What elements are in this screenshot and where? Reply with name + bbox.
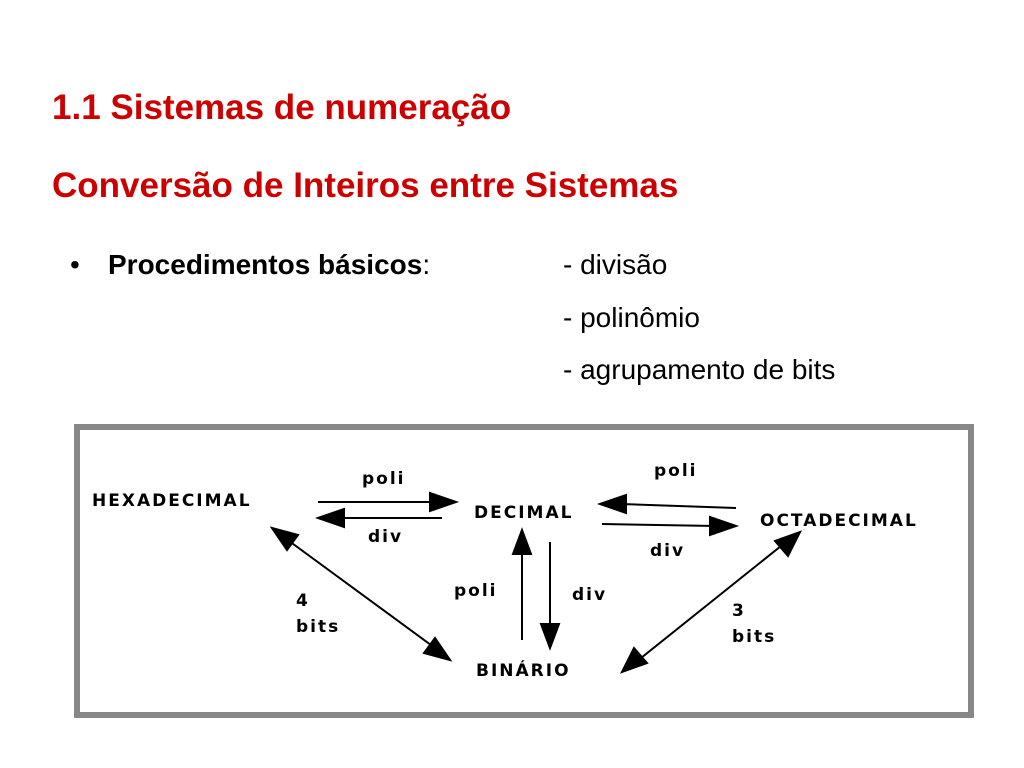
arrowhead-dec-to-bin-icon	[539, 623, 561, 651]
procedure-item-division: - divisão	[563, 249, 668, 280]
procedure-item-polynomial: - polinômio	[563, 302, 700, 333]
arrowhead-hex-bin-bottom-icon	[422, 636, 453, 662]
bullet-label: Procedimentos básicos:	[108, 249, 430, 281]
node-binario: BINÁRIO	[476, 659, 571, 681]
edge-label-hex-dec-poli: poli	[362, 469, 406, 489]
bullet-label-bold: Procedimentos básicos	[108, 249, 423, 280]
edge-label-dec-bin-div: div	[572, 585, 607, 605]
arrowhead-oct-to-dec-icon	[596, 493, 627, 515]
edge-label-dec-oct-div: div	[650, 541, 685, 561]
arrow-oct-bin	[635, 541, 787, 663]
conversion-diagram-svg: HEXADECIMAL DECIMAL OCTADECIMAL BINÁRIO …	[92, 461, 918, 681]
procedure-item-bit-grouping: - agrupamento de bits	[563, 354, 836, 385]
arrowhead-bin-to-dec-icon	[511, 527, 533, 555]
bullet-dot-icon: •	[70, 249, 80, 280]
arrow-hex-bin	[284, 537, 436, 649]
node-hexadecimal: HEXADECIMAL	[92, 491, 252, 511]
arrowhead-dec-to-oct-icon	[709, 515, 740, 537]
arrow-dec-to-oct	[601, 523, 717, 527]
bullet-colon: :	[422, 249, 431, 280]
slide-title: 1.1 Sistemas de numeração	[52, 88, 512, 127]
slide-subtitle: Conversão de Inteiros entre Sistemas	[52, 166, 679, 205]
arrow-oct-to-dec	[619, 503, 737, 509]
edge-label-hex-bin-bits: bits	[296, 617, 340, 637]
edge-label-oct-bin-count: 3	[732, 601, 746, 621]
edge-label-hex-bin-count: 4	[296, 591, 310, 611]
edge-label-bin-dec-poli: poli	[454, 581, 498, 601]
arrowhead-hex-to-dec-icon	[429, 491, 460, 513]
arrowhead-oct-bin-bottom-icon	[619, 646, 649, 674]
edge-label-hex-dec-div: div	[368, 527, 403, 547]
edge-label-oct-bin-bits: bits	[732, 627, 776, 647]
edge-label-dec-oct-poli: poli	[654, 461, 698, 481]
node-decimal: DECIMAL	[474, 503, 573, 523]
arrowhead-hex-bin-top-icon	[269, 526, 300, 552]
conversion-diagram: HEXADECIMAL DECIMAL OCTADECIMAL BINÁRIO …	[74, 424, 974, 718]
arrowhead-dec-to-hex-icon	[314, 507, 345, 529]
arrowhead-oct-bin-top-icon	[773, 530, 803, 558]
node-octadecimal: OCTADECIMAL	[760, 511, 918, 531]
